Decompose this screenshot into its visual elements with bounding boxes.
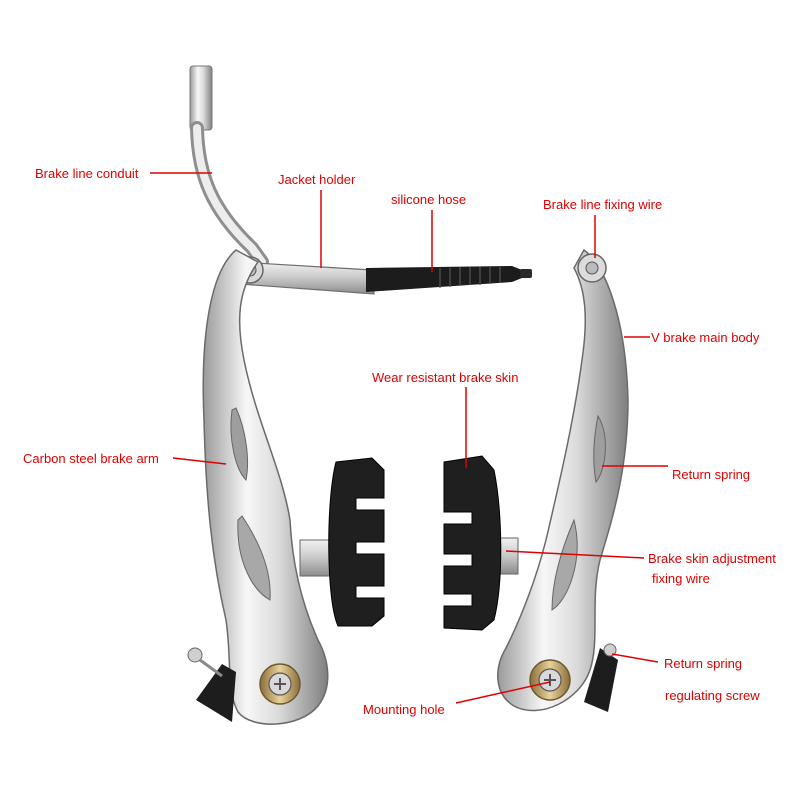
leader-mounting-hole [455, 681, 551, 704]
label-brake-line-conduit: Brake line conduit [35, 166, 139, 181]
label-carbon-steel-brake-arm: Carbon steel brake arm [23, 451, 159, 466]
right-brake-pad-icon [443, 455, 519, 631]
label-mounting-hole: Mounting hole [363, 702, 445, 717]
label-silicone-hose: silicone hose [391, 192, 467, 207]
left-brake-arm-icon [187, 249, 329, 725]
label-brake-line-fixing-wire: Brake line fixing wire [543, 197, 663, 212]
label-v-brake-main-body: V brake main body [651, 330, 760, 345]
label-return-spring: Return spring [672, 467, 751, 482]
left-brake-pad-icon [299, 457, 385, 627]
label-brake-skin-adjustment-line1: Brake skin adjustment [648, 551, 776, 566]
leader-brake-skin-adjustment [505, 550, 645, 559]
label-jacket-holder: Jacket holder [278, 172, 356, 187]
label-brake-skin-adjustment-line2: fixing wire [652, 571, 710, 586]
leader-return-spring-regulating [611, 653, 659, 663]
brake-noodle-icon [189, 65, 269, 269]
rubber-boot-icon [366, 266, 532, 292]
right-brake-arm-icon [497, 248, 629, 712]
label-wear-resistant-brake-skin: Wear resistant brake skin [372, 370, 519, 385]
label-return-spring-regulating-line1: Return spring [664, 656, 743, 671]
leader-carbon-arm [172, 457, 227, 465]
label-return-spring-regulating-line2: regulating screw [665, 688, 760, 703]
leader-lines [150, 172, 668, 704]
